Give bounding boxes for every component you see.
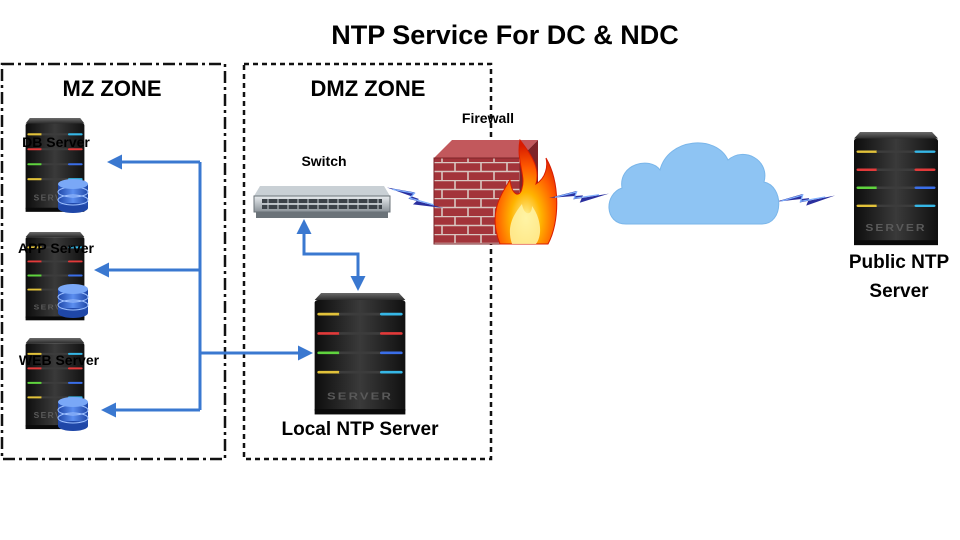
dmz-zone-boundary: [242, 62, 493, 461]
public-ntp-server-label-line2: Server: [869, 281, 929, 302]
connector-switch-to-local-ntp: [296, 219, 366, 291]
web-database-icon: [57, 396, 89, 432]
db-server-label: DB Server: [22, 134, 90, 150]
internet-cloud-icon: [608, 142, 780, 225]
public-ntp-server-icon: [852, 130, 940, 247]
app-database-icon: [57, 283, 89, 319]
mz-zone-boundary: [0, 62, 227, 461]
cloud-to-public-ntp-link-icon: [774, 188, 837, 211]
diagram-title: NTP Service For DC & NDC: [331, 20, 679, 50]
local-ntp-server-label: Local NTP Server: [281, 419, 439, 440]
db-database-icon: [57, 178, 89, 214]
public-ntp-server-label-line1: Public NTP: [848, 252, 950, 273]
switch-label: Switch: [301, 153, 347, 169]
local-ntp-server-icon: [313, 291, 407, 417]
firewall-to-cloud-link-icon: [548, 187, 611, 207]
app-server-label: APP Server: [17, 240, 94, 256]
firewall-icon: [433, 138, 558, 245]
dmz-zone-label: DMZ ZONE: [310, 76, 426, 101]
firewall-label: Firewall: [461, 110, 515, 126]
web-server-label: WEB Server: [18, 352, 100, 368]
network-switch-icon: [253, 186, 391, 218]
ntp-connector-lines: [94, 154, 366, 418]
mz-zone-label: MZ ZONE: [62, 76, 162, 101]
